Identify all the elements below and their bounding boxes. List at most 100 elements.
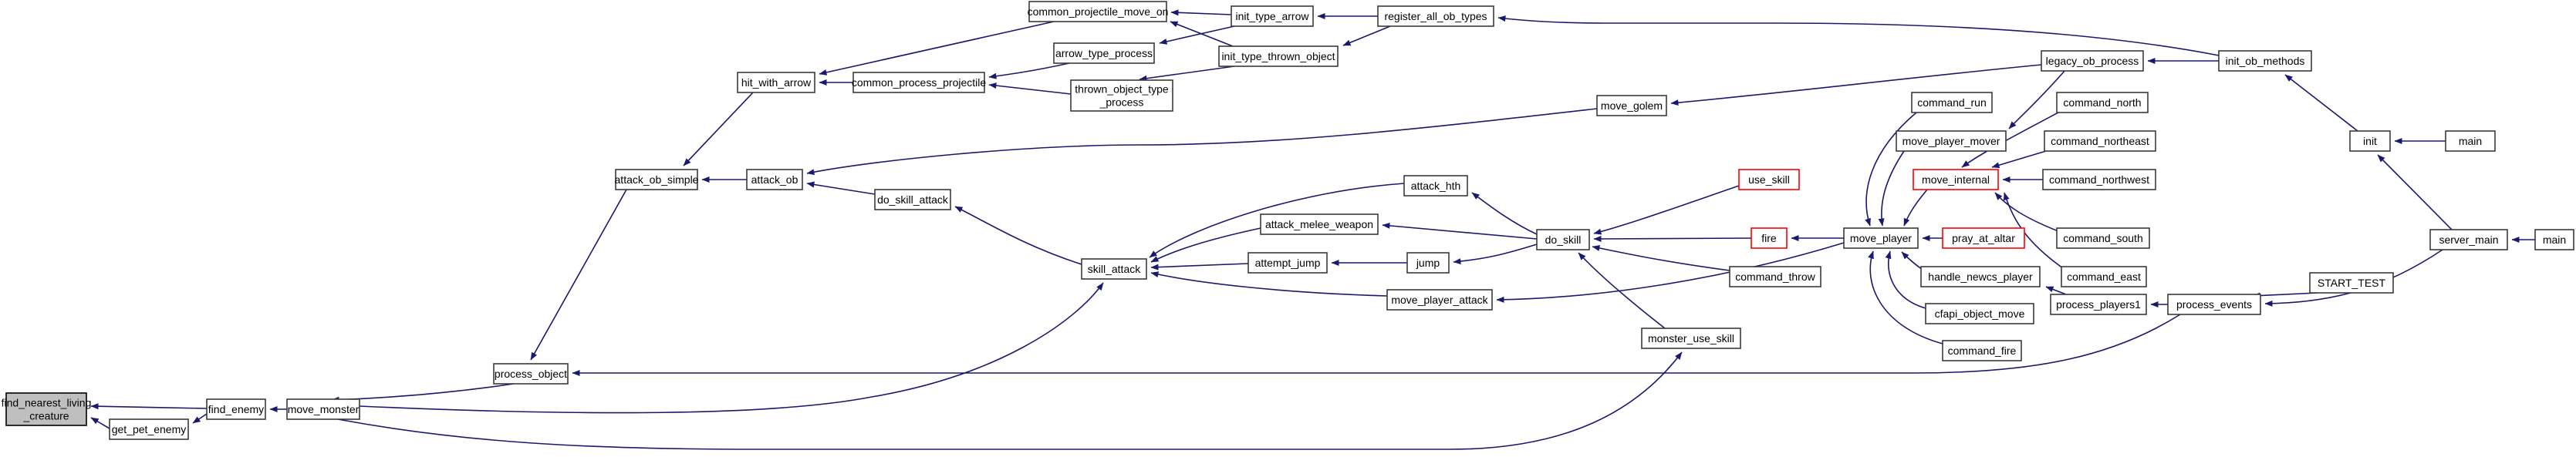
edge-command_south-to-move_internal	[1994, 192, 2059, 232]
node-find_enemy[interactable]: find_enemy	[206, 398, 266, 420]
node-label-cfapi_object_move: cfapi_object_move	[1935, 307, 2025, 320]
node-hit_with_arrow[interactable]: hit_with_arrow	[737, 72, 815, 93]
node-cfapi_object_move[interactable]: cfapi_object_move	[1925, 303, 2034, 324]
node-label-use_skill: use_skill	[1748, 173, 1790, 186]
node-label-legacy_ob_process: legacy_ob_process	[2046, 55, 2139, 67]
node-move_player_attack[interactable]: move_player_attack	[1386, 289, 1493, 311]
node-do_skill_attack[interactable]: do_skill_attack	[874, 189, 951, 210]
node-move_player_mover[interactable]: move_player_mover	[1896, 130, 2007, 152]
node-process_players1[interactable]: process_players1	[2050, 294, 2147, 315]
node-command_south[interactable]: command_south	[2056, 227, 2150, 249]
node-box-move_player_mover	[1896, 130, 2007, 152]
edge-skill_attack-to-do_skill_attack	[954, 206, 1082, 265]
node-label-attempt_jump: attempt_jump	[1255, 257, 1321, 269]
node-command_northwest[interactable]: command_northwest	[2042, 169, 2156, 190]
node-jump[interactable]: jump	[1406, 252, 1450, 274]
node-move_golem[interactable]: move_golem	[1596, 95, 1667, 116]
edge-attack_ob_simple-to-process_object	[530, 189, 627, 361]
node-command_run[interactable]: command_run	[1911, 92, 1993, 113]
node-common_projectile_move_on[interactable]: common_projectile_move_on	[1028, 1, 1169, 22]
node-label-do_skill_attack: do_skill_attack	[877, 193, 949, 206]
node-label-register_all_ob_types: register_all_ob_types	[1384, 10, 1487, 22]
node-use_skill[interactable]: use_skill	[1738, 169, 1800, 190]
node-box-command_run	[1911, 92, 1993, 113]
node-label-command_northeast: command_northeast	[2051, 135, 2149, 147]
node-box-attack_melee_weapon	[1260, 213, 1379, 235]
edge-legacy_ob_process-to-move_player_mover	[2008, 70, 2065, 129]
node-fire[interactable]: fire	[1751, 227, 1788, 249]
node-skill_attack[interactable]: skill_attack	[1081, 258, 1147, 280]
node-attack_melee_weapon[interactable]: attack_melee_weapon	[1260, 213, 1379, 235]
node-box-server_main	[2429, 229, 2508, 250]
node-arrow_type_process[interactable]: arrow_type_process	[1053, 42, 1155, 64]
node-label-command_north: command_north	[2063, 96, 2141, 109]
edge-arrow_type_process-to-common_process_projectile	[988, 62, 1070, 79]
node-label-move_golem: move_golem	[1601, 99, 1663, 112]
node-box-do_skill_attack	[874, 189, 951, 210]
node-process_events[interactable]: process_events	[2167, 294, 2261, 315]
node-thrown_object_type_process[interactable]: thrown_object_type_process	[1070, 79, 1173, 112]
node-command_northeast[interactable]: command_northeast	[2044, 130, 2156, 152]
node-label-move_player_mover: move_player_mover	[1902, 135, 2000, 147]
node-main_top[interactable]: main	[2445, 130, 2496, 152]
node-legacy_ob_process[interactable]: legacy_ob_process	[2041, 50, 2144, 72]
node-box-command_northeast	[2044, 130, 2156, 152]
node-label-process_events: process_events	[2176, 298, 2252, 311]
node-label-server_main: server_main	[2439, 234, 2498, 246]
edge-do_skill_attack-to-attack_ob	[806, 181, 876, 195]
edge-get_pet_enemy-to-find_nearest_living_creature	[90, 417, 110, 429]
node-command_fire[interactable]: command_fire	[1942, 340, 2022, 361]
node-box-move_monster	[286, 398, 360, 420]
edge-move_internal-to-move_player	[1903, 189, 1928, 227]
edge-init-to-init_ob_methods	[2284, 74, 2358, 132]
node-common_process_projectile[interactable]: common_process_projectile	[852, 72, 987, 93]
node-box-find_nearest_living_creature	[5, 392, 87, 426]
node-do_skill[interactable]: do_skill	[1536, 229, 1590, 250]
node-get_pet_enemy[interactable]: get_pet_enemy	[109, 418, 189, 440]
node-server_main[interactable]: server_main	[2429, 229, 2508, 250]
node-box-init_type_thrown_object	[1218, 45, 1339, 67]
node-command_throw[interactable]: command_throw	[1729, 266, 1821, 287]
node-command_north[interactable]: command_north	[2056, 92, 2149, 113]
node-register_all_ob_types[interactable]: register_all_ob_types	[1377, 5, 1494, 27]
node-pray_at_altar[interactable]: pray_at_altar	[1942, 227, 2025, 249]
node-box-thrown_object_type_process	[1070, 79, 1173, 112]
node-START_TEST[interactable]: START_TEST	[2309, 272, 2394, 294]
node-monster_use_skill[interactable]: monster_use_skill	[1641, 328, 1741, 349]
node-box-main_top	[2445, 130, 2496, 152]
node-find_nearest_living_creature[interactable]: find_nearest_living_creature	[2, 392, 92, 426]
edge-do_skill-to-jump	[1453, 244, 1538, 265]
node-attack_hth[interactable]: attack_hth	[1403, 175, 1468, 197]
node-label-handle_newcs_player: handle_newcs_player	[1928, 271, 2033, 283]
edge-attempt_jump-to-skill_attack	[1150, 263, 1249, 271]
node-move_player[interactable]: move_player	[1843, 227, 1919, 249]
node-handle_newcs_player[interactable]: handle_newcs_player	[1920, 266, 2041, 287]
node-command_east[interactable]: command_east	[2061, 266, 2147, 287]
node-process_object[interactable]: process_object	[493, 363, 569, 385]
node-box-move_golem	[1596, 95, 1667, 116]
edge-do_skill-to-attack_hth	[1471, 192, 1538, 235]
edge-move_monster-to-skill_attack	[359, 282, 1104, 414]
node-box-common_process_projectile	[852, 72, 985, 93]
node-box-common_projectile_move_on	[1028, 1, 1167, 22]
node-init_type_arrow[interactable]: init_type_arrow	[1231, 5, 1314, 27]
node-label-jump: jump	[1416, 257, 1440, 269]
node-attack_ob[interactable]: attack_ob	[746, 169, 803, 190]
node-move_internal[interactable]: move_internal	[1913, 169, 1999, 190]
node-label-attack_melee_weapon: attack_melee_weapon	[1265, 218, 1373, 230]
node-label-pray_at_altar: pray_at_altar	[1952, 232, 2015, 244]
node-box-handle_newcs_player	[1920, 266, 2041, 287]
node-init[interactable]: init	[2349, 130, 2391, 152]
node-box-init_type_arrow	[1231, 5, 1314, 27]
edge-command_fire-to-move_player	[1868, 250, 1943, 344]
node-main_bottom[interactable]: main	[2534, 229, 2574, 250]
node-attempt_jump[interactable]: attempt_jump	[1247, 252, 1328, 274]
node-box-skill_attack	[1081, 258, 1147, 280]
node-move_monster[interactable]: move_monster	[286, 398, 360, 420]
node-attack_ob_simple[interactable]: attack_ob_simple	[615, 169, 699, 190]
node-box-find_enemy	[206, 398, 266, 420]
node-init_ob_methods[interactable]: init_ob_methods	[2218, 50, 2312, 72]
node-label-fire: fire	[1761, 232, 1777, 244]
node-init_type_thrown_object[interactable]: init_type_thrown_object	[1218, 45, 1339, 67]
